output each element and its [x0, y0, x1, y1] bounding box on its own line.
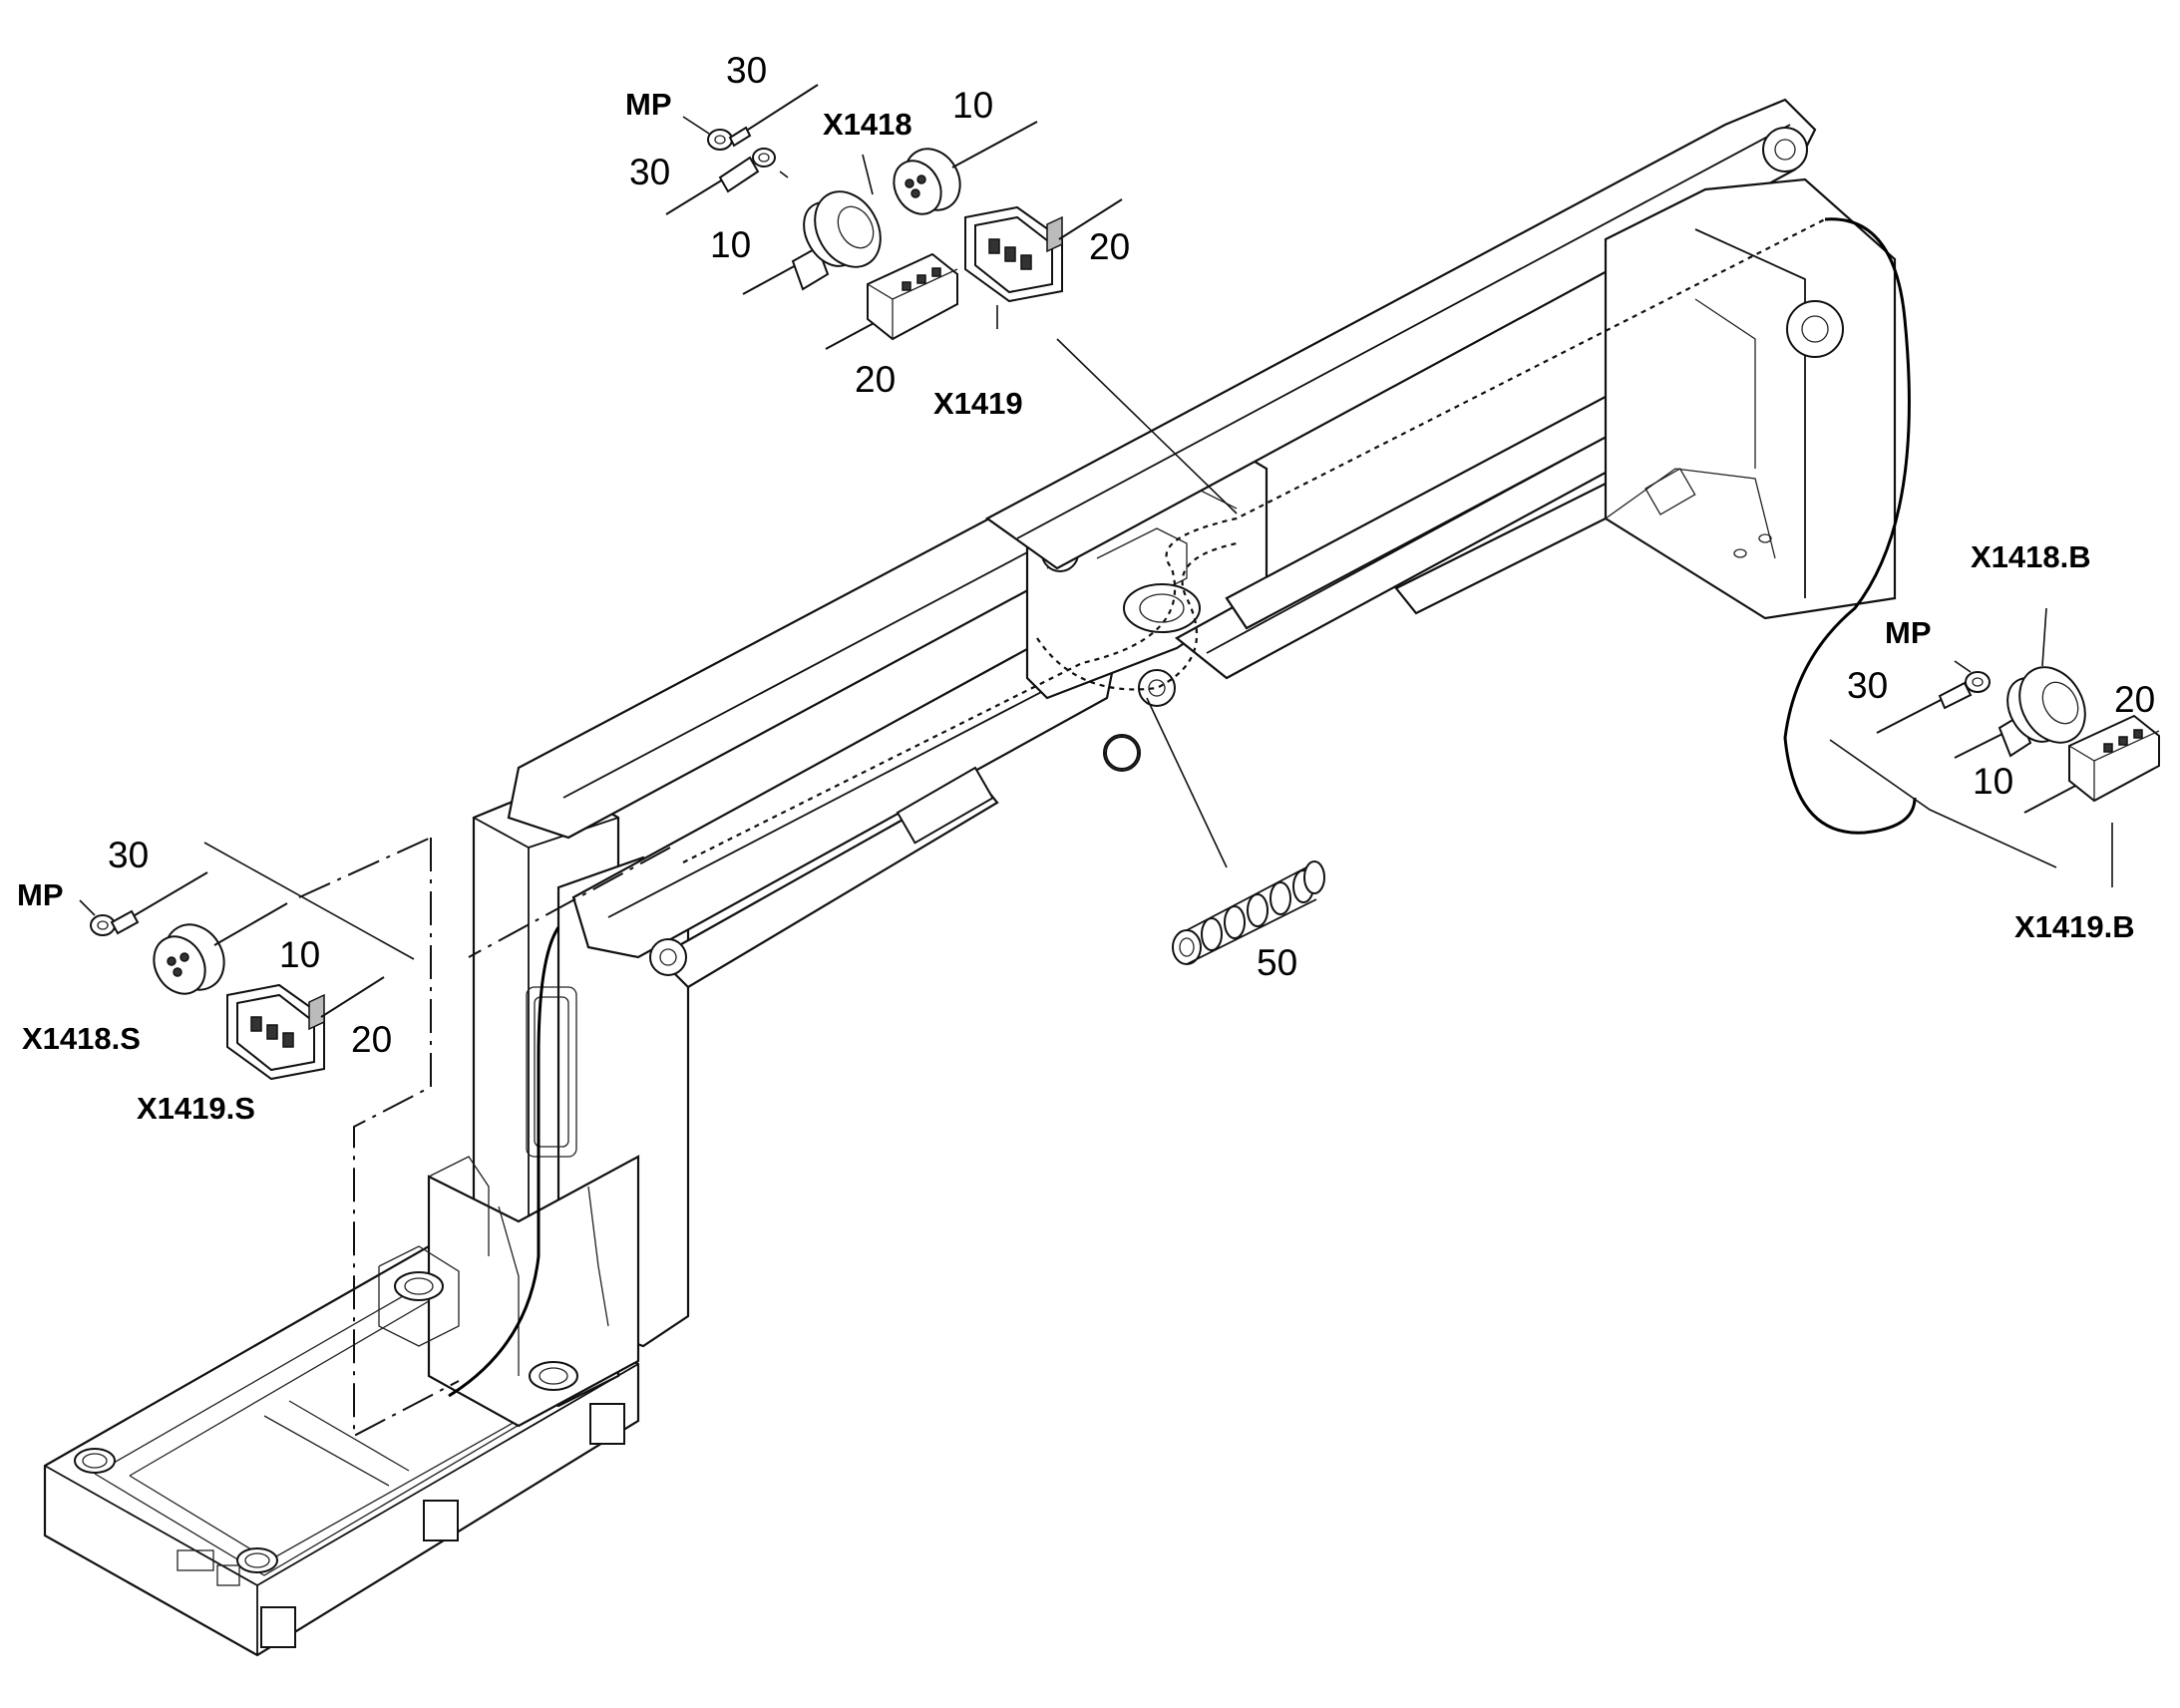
left-connector-group: [79, 842, 415, 1081]
label-right-x1418b: X1418.B: [1971, 539, 2091, 574]
cable-routing: [298, 217, 1917, 1438]
platform-cable-loop: [1783, 217, 1917, 835]
right-x1418b-plug: [1954, 607, 2086, 759]
label-right-10: 10: [1973, 761, 2013, 802]
platform-bracket: [1604, 177, 1897, 620]
label-top-20a: 20: [1089, 226, 1130, 267]
callout-labels: MP 30 30 X1418 10 10 20 20 X1419 X1418.B…: [17, 50, 2155, 1126]
label-left-20: 20: [351, 1019, 392, 1060]
label-left-x1418s: X1418.S: [22, 1021, 141, 1056]
label-left-30: 30: [108, 835, 149, 875]
left-x1418s-socket: [153, 902, 288, 995]
top-x1419-socket: [964, 198, 1123, 329]
right-group-bracket-line: [1829, 739, 2057, 868]
top-x1419-plug: [825, 252, 958, 350]
left-x1419s-socket: [226, 976, 385, 1081]
dotted-cable-loop: [1036, 541, 1238, 691]
label-top-20b: 20: [855, 359, 896, 400]
vertical-mast: [378, 781, 690, 1428]
right-connector-group: [1829, 607, 2160, 887]
spiral-wrap-50: [1146, 697, 1325, 965]
label-top-x1419: X1419: [933, 386, 1023, 421]
right-x1419b-plug: [2023, 714, 2160, 887]
top-cable-lug: [665, 148, 789, 215]
label-left-mp: MP: [17, 877, 64, 912]
right-mp-ring-terminal: [1876, 660, 1991, 734]
label-top-30a: 30: [726, 50, 767, 91]
label-right-mp: MP: [1885, 615, 1932, 650]
label-top-10b: 10: [952, 85, 993, 126]
top-group-leader-line: [1056, 338, 1238, 514]
label-right-x1419b: X1419.B: [2014, 909, 2135, 944]
label-left-x1419s: X1419.S: [137, 1091, 255, 1126]
label-top-mp: MP: [625, 87, 672, 122]
dotted-cable-route: [682, 218, 1826, 863]
label-left-10: 10: [279, 934, 320, 975]
left-group-bracket-line: [203, 842, 415, 960]
label-right-20: 20: [2114, 679, 2155, 720]
left-group-dashdot-outline: [353, 838, 460, 1438]
mast-cable: [448, 926, 560, 1398]
label-top-30b: 30: [629, 152, 670, 192]
top-x1418-socket: [862, 121, 1038, 215]
top-mp-ring-terminal: [682, 84, 819, 151]
label-top-x1418: X1418: [823, 107, 912, 142]
left-mp-ring-terminal: [79, 871, 208, 936]
label-right-30: 30: [1847, 665, 1888, 706]
top-connector-group: [665, 84, 1238, 514]
label-top-10a: 10: [710, 224, 751, 265]
top-x1418-plug: [742, 190, 882, 295]
lower-boom-arm: [507, 497, 1141, 989]
label-spiral-50: 50: [1257, 942, 1297, 983]
machine-boom-structure: [43, 98, 1897, 1657]
